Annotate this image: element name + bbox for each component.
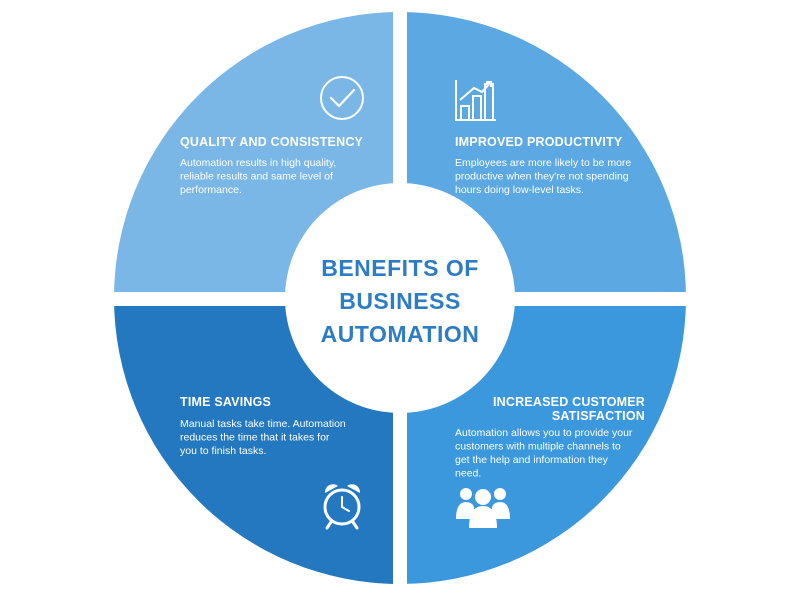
text-line: INCREASED CUSTOMER (493, 395, 645, 409)
center-title: BENEFITS OF BUSINESS AUTOMATION (321, 255, 480, 347)
text-line: Automation results in high quality, (180, 157, 336, 169)
text-line: reduces the time that it takes for (180, 432, 330, 444)
checkmark-circle-icon (320, 76, 364, 120)
quality-description: Automation results in high quality, relia… (180, 157, 336, 196)
text-line: Automation allows you to provide your (455, 427, 633, 439)
text-line: customers with multiple channels to (455, 441, 621, 453)
text-line: SATISFACTION (552, 409, 645, 423)
text-line: IMPROVED PRODUCTIVITY (455, 135, 623, 149)
text-line: BENEFITS OF (321, 255, 479, 281)
productivity-description: Employees are more likely to be more prod… (455, 157, 631, 196)
quality-title: QUALITY AND CONSISTENCY (180, 135, 364, 149)
text-line: Employees are more likely to be more (455, 157, 631, 169)
text-line: TIME SAVINGS (180, 395, 271, 409)
text-line: performance. (180, 184, 242, 196)
satisfaction-description: Automation allows you to provide your cus… (455, 427, 633, 480)
text-line: AUTOMATION (321, 321, 480, 347)
productivity-title: IMPROVED PRODUCTIVITY (455, 135, 623, 149)
text-line: hours doing low-level tasks. (455, 184, 584, 196)
center-circle (285, 183, 515, 413)
text-line: get the help and information they (455, 454, 609, 466)
text-line: QUALITY AND CONSISTENCY (180, 135, 364, 149)
text-line: you to finish tasks. (180, 445, 266, 457)
text-line: Manual tasks take time. Automation (180, 418, 346, 430)
time-savings-description: Manual tasks take time. Automation reduce… (180, 418, 346, 457)
bar-chart-icon (455, 80, 496, 121)
text-line: BUSINESS (339, 288, 461, 314)
alarm-clock-icon (323, 484, 361, 530)
group-users-icon (456, 488, 510, 528)
time-savings-title: TIME SAVINGS (180, 395, 271, 409)
text-line: need. (455, 468, 481, 480)
text-line: reliable results and same level of (180, 171, 333, 183)
text-line: productive when they're not spending (455, 171, 629, 183)
